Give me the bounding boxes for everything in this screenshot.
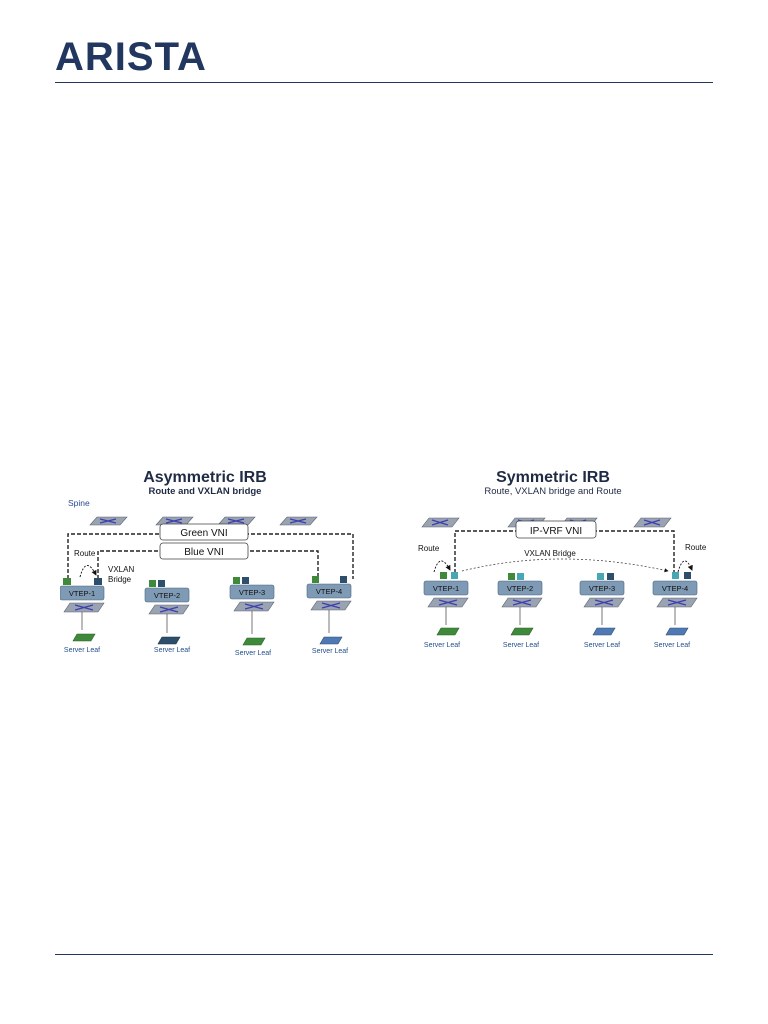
teal-port bbox=[517, 573, 524, 580]
server-leaf-label: Server Leaf bbox=[503, 642, 539, 649]
server-leaf-label: Server Leaf bbox=[312, 648, 348, 655]
diagram-title: Symmetric IRB bbox=[496, 469, 610, 486]
spine-switch bbox=[279, 516, 318, 526]
diagram-subtitle: Route, VXLAN bridge and Route bbox=[484, 486, 621, 497]
blue-vni-label: Blue VNI bbox=[184, 547, 223, 558]
navy-port bbox=[340, 576, 347, 583]
leaf-switch bbox=[148, 604, 190, 615]
route-label: Route bbox=[74, 549, 96, 558]
green-port bbox=[63, 578, 71, 585]
server-icon bbox=[157, 636, 181, 645]
leaf-switch bbox=[63, 602, 105, 613]
server-icon bbox=[510, 627, 534, 636]
server-icon bbox=[436, 627, 460, 636]
logo-text: ARISTA bbox=[55, 38, 207, 74]
server-icon bbox=[592, 627, 616, 636]
teal-port bbox=[597, 573, 604, 580]
bridge-label: Bridge bbox=[108, 575, 132, 584]
spine-switch bbox=[421, 517, 460, 528]
server-leaf-label: Server Leaf bbox=[654, 642, 690, 649]
server-icon bbox=[319, 636, 343, 645]
vtep-label: VTEP-4 bbox=[316, 587, 342, 596]
server-leaf-label: Server Leaf bbox=[154, 647, 190, 654]
navy-port bbox=[684, 572, 691, 579]
vxlan-bridge-label: VXLAN Bridge bbox=[524, 549, 576, 558]
teal-port bbox=[94, 578, 102, 585]
diagram-subtitle: Route and VXLAN bridge bbox=[149, 486, 262, 497]
vtep-label: VTEP-2 bbox=[154, 591, 180, 600]
route-arrow bbox=[79, 565, 97, 578]
bridge-label: VXLAN bbox=[108, 565, 134, 574]
teal-port bbox=[451, 572, 458, 579]
spine-switch bbox=[633, 517, 672, 528]
vtep-label: VTEP-1 bbox=[433, 584, 459, 593]
footer-divider bbox=[55, 954, 713, 955]
leaf-switch bbox=[583, 597, 625, 608]
spine-switch bbox=[89, 516, 128, 526]
green-port bbox=[508, 573, 515, 580]
vtep-label: VTEP-3 bbox=[589, 584, 615, 593]
server-icon bbox=[242, 637, 266, 646]
route-arrow-right bbox=[677, 560, 693, 573]
navy-port bbox=[242, 577, 249, 584]
vxlan-bridge-arrow bbox=[461, 558, 669, 573]
leaf-switch bbox=[310, 600, 352, 611]
vtep-label: VTEP-1 bbox=[69, 589, 95, 598]
green-vni-label: Green VNI bbox=[180, 528, 227, 539]
green-port bbox=[149, 580, 156, 587]
green-port bbox=[233, 577, 240, 584]
vtep-label: VTEP-2 bbox=[507, 584, 533, 593]
navy-port bbox=[607, 573, 614, 580]
vtep-label: VTEP-4 bbox=[662, 584, 688, 593]
asymmetric-irb-diagram: Asymmetric IRB Route and VXLAN bridge Sp… bbox=[60, 469, 354, 657]
server-leaf-label: Server Leaf bbox=[64, 647, 100, 654]
server-leaf-label: Server Leaf bbox=[424, 642, 460, 649]
diagram-title: Asymmetric IRB bbox=[143, 469, 267, 486]
header-divider bbox=[55, 82, 713, 83]
green-port bbox=[312, 576, 319, 583]
server-leaf-label: Server Leaf bbox=[584, 642, 620, 649]
server-icon bbox=[665, 627, 689, 636]
route-arrow-left bbox=[433, 560, 451, 573]
server-leaf-label: Server Leaf bbox=[235, 650, 271, 657]
symmetric-irb-diagram: Symmetric IRB Route, VXLAN bridge and Ro… bbox=[418, 469, 707, 649]
arista-logo: ARISTA bbox=[55, 38, 207, 74]
navy-port bbox=[158, 580, 165, 587]
ip-vrf-vni-label: IP-VRF VNI bbox=[530, 526, 582, 537]
route-label-left: Route bbox=[418, 544, 440, 553]
spine-label: Spine bbox=[68, 498, 90, 508]
vtep-label: VTEP-3 bbox=[239, 588, 265, 597]
leaf-switch bbox=[427, 597, 469, 608]
route-label-right: Route bbox=[685, 543, 707, 552]
server-icon bbox=[72, 633, 96, 642]
leaf-switch bbox=[656, 597, 698, 608]
leaf-switch bbox=[233, 601, 275, 612]
green-port bbox=[440, 572, 447, 579]
leaf-switch bbox=[501, 597, 543, 608]
teal-port bbox=[672, 572, 679, 579]
